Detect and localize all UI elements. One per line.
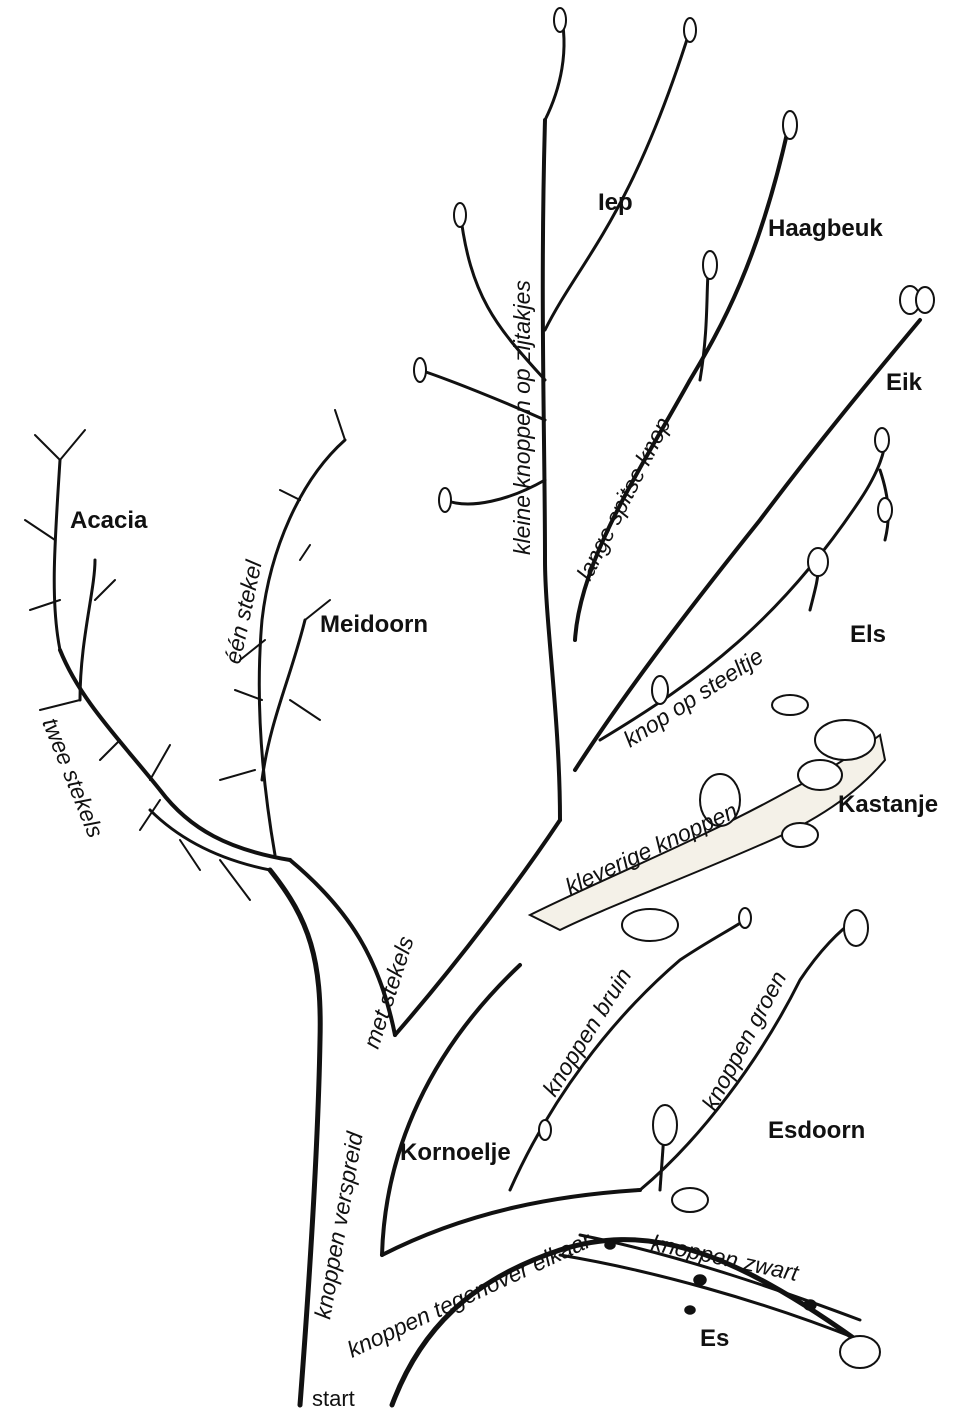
trait-kleine-knoppen-op-zijtakjes: kleine knoppen op zijtakjes (509, 280, 535, 555)
upper-limb (414, 8, 797, 820)
label-els: Els (850, 621, 886, 648)
trait-knoppen-bruin: knoppen bruin (537, 963, 636, 1100)
oak-alder-limb (575, 286, 934, 770)
label-iep: Iep (598, 189, 633, 216)
label-acacia: Acacia (70, 507, 148, 534)
trait-twee-stekels: twee stekels (37, 714, 109, 842)
label-start: start (312, 1386, 355, 1411)
trait-lange-spitse-knop: lange spitse knop (571, 413, 676, 584)
label-meidoorn: Meidoorn (320, 611, 428, 638)
label-esdoorn: Esdoorn (768, 1117, 865, 1144)
trait-knop-op-steeltje: knop op steeltje (619, 643, 768, 753)
label-eik: Eik (886, 369, 923, 396)
thorny-limb (25, 410, 345, 900)
label-haagbeuk: Haagbeuk (768, 215, 883, 242)
label-kornoelje: Kornoelje (400, 1139, 511, 1166)
trait-knoppen-groen: knoppen groen (696, 967, 791, 1115)
label-es: Es (700, 1325, 729, 1352)
label-kastanje: Kastanje (838, 791, 938, 818)
